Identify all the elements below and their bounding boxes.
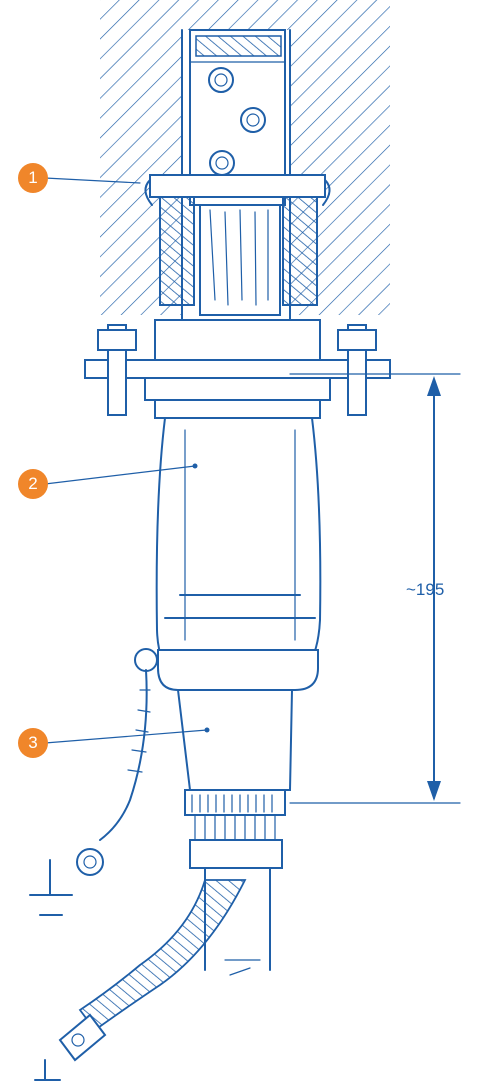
dimension-arrow-top — [427, 376, 441, 396]
earth-wire — [76, 648, 158, 876]
callout-2-badge: 2 — [18, 469, 48, 499]
callout-3-badge: 3 — [18, 728, 48, 758]
seal-ring — [144, 174, 331, 316]
cable-exit — [78, 689, 294, 1032]
termination-body — [155, 417, 322, 691]
callout-1-badge: 1 — [18, 163, 48, 193]
callout-leaders — [44, 177, 210, 744]
cable-lug — [34, 1013, 107, 1081]
ground-symbol — [29, 859, 73, 916]
housing-wall — [100, 0, 390, 321]
dimension-arrow-bottom — [427, 781, 441, 801]
dimension-label: ~195 — [406, 580, 445, 599]
dimension-line — [289, 373, 461, 804]
mounting-flange — [84, 319, 391, 419]
